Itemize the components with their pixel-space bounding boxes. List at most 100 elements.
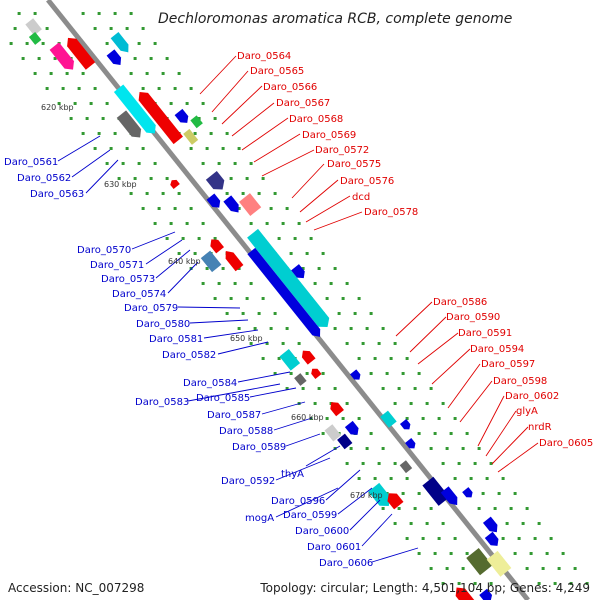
grid-tick	[153, 222, 157, 225]
gene-label[interactable]: Daro_0575	[327, 159, 381, 170]
grid-tick	[269, 327, 273, 330]
gene-label[interactable]: Daro_0586	[433, 297, 487, 308]
grid-tick	[201, 162, 205, 165]
grid-tick	[417, 372, 421, 375]
grid-tick	[213, 297, 217, 300]
grid-tick	[357, 357, 361, 360]
gene-label[interactable]: Daro_0597	[481, 359, 535, 370]
grid-tick	[333, 327, 337, 330]
gene-label[interactable]: Daro_0571	[90, 260, 144, 271]
gene-label[interactable]: nrdR	[528, 422, 552, 433]
gene-label[interactable]: Daro_0582	[162, 350, 216, 361]
gene-label[interactable]: Daro_0568	[289, 114, 343, 125]
gene-label[interactable]: Daro_0601	[307, 542, 361, 553]
gene-label[interactable]: Daro_0578	[364, 207, 418, 218]
gene-label[interactable]: Daro_0592	[221, 476, 275, 487]
grid-tick	[129, 72, 133, 75]
gene-label[interactable]: Daro_0583	[135, 397, 189, 408]
gene-label[interactable]: mogA	[245, 513, 274, 524]
gene-arrow	[116, 110, 142, 138]
gene-arrow	[49, 42, 74, 70]
grid-tick	[261, 297, 265, 300]
leader-line	[291, 163, 325, 199]
gene-feature	[49, 42, 74, 70]
grid-tick	[345, 282, 349, 285]
gene-label[interactable]: Daro_0599	[283, 510, 337, 521]
gene-label[interactable]: Daro_0585	[196, 393, 250, 404]
gene-label[interactable]: Daro_0579	[124, 303, 178, 314]
grid-tick	[277, 237, 281, 240]
gene-arrow	[206, 193, 221, 208]
grid-tick	[381, 507, 385, 510]
kbp-label: 650 kbp	[230, 334, 263, 343]
gene-label[interactable]: Daro_0569	[302, 130, 356, 141]
grid-tick	[321, 432, 325, 435]
gene-label[interactable]: glyA	[516, 406, 538, 417]
grid-tick	[557, 567, 561, 570]
gene-label[interactable]: Daro_0570	[77, 245, 131, 256]
grid-tick	[157, 207, 161, 210]
leader-line	[261, 149, 315, 177]
grid-tick	[329, 402, 333, 405]
gene-label[interactable]: Daro_0561	[4, 157, 58, 168]
grid-tick	[201, 222, 205, 225]
gene-label[interactable]: Daro_0565	[250, 66, 304, 77]
grid-tick	[281, 222, 285, 225]
gene-arrow	[205, 171, 225, 190]
gene-feature	[210, 239, 224, 254]
gene-label[interactable]: Daro_0562	[17, 173, 71, 184]
gene-label[interactable]: Daro_0566	[263, 82, 317, 93]
grid-tick	[465, 432, 469, 435]
gene-arrow	[387, 493, 404, 510]
gene-arrow	[422, 476, 450, 506]
leader-line	[299, 179, 339, 213]
grid-tick	[525, 507, 529, 510]
leader-line	[203, 329, 259, 339]
gene-label[interactable]: Daro_0605	[539, 438, 593, 449]
gene-label[interactable]: Daro_0581	[149, 334, 203, 345]
gene-arrow	[479, 588, 493, 600]
gene-arrow	[344, 420, 359, 435]
gene-label[interactable]: Daro_0606	[319, 558, 373, 569]
grid-tick	[449, 552, 453, 555]
gene-label[interactable]: Daro_0574	[112, 289, 166, 300]
gene-arrow	[223, 195, 239, 213]
grid-tick	[261, 357, 265, 360]
grid-tick	[389, 357, 393, 360]
gene-arrow	[440, 486, 458, 506]
gene-label[interactable]: Daro_0567	[276, 98, 330, 109]
gene-label[interactable]: thyA	[281, 469, 304, 480]
gene-label[interactable]: Daro_0564	[237, 51, 291, 62]
gene-arrow	[337, 433, 353, 450]
genome-summary-text: Topology: circular; Length: 4,501,104 bp…	[260, 581, 590, 595]
gene-label[interactable]: Daro_0598	[493, 376, 547, 387]
gene-label[interactable]: Daro_0589	[232, 442, 286, 453]
gene-label[interactable]: Daro_0572	[315, 145, 369, 156]
leader-line	[305, 195, 351, 223]
grid-tick	[233, 162, 237, 165]
gene-label[interactable]: Daro_0591	[458, 328, 512, 339]
gene-label[interactable]: dcd	[352, 192, 370, 203]
grid-tick	[273, 312, 277, 315]
gene-label[interactable]: Daro_0584	[183, 378, 237, 389]
gene-feature	[405, 438, 416, 449]
grid-tick	[553, 582, 557, 585]
gene-label[interactable]: Daro_0576	[340, 176, 394, 187]
gene-label[interactable]: Daro_0594	[470, 344, 524, 355]
gene-label[interactable]: Daro_0563	[30, 189, 84, 200]
grid-tick	[181, 237, 185, 240]
grid-tick	[141, 147, 145, 150]
gene-arrow	[25, 18, 42, 36]
grid-tick	[461, 567, 465, 570]
gene-label[interactable]: Daro_0587	[207, 410, 261, 421]
grid-tick	[141, 87, 145, 90]
gene-label[interactable]: Daro_0596	[271, 496, 325, 507]
gene-label[interactable]: Daro_0588	[219, 426, 273, 437]
gene-label[interactable]: Daro_0602	[505, 391, 559, 402]
gene-feature	[387, 493, 404, 510]
gene-label[interactable]: Daro_0580	[136, 319, 190, 330]
gene-label[interactable]: Daro_0600	[295, 526, 349, 537]
gene-label[interactable]: Daro_0573	[101, 274, 155, 285]
grid-tick	[529, 552, 533, 555]
gene-label[interactable]: Daro_0590	[446, 312, 500, 323]
